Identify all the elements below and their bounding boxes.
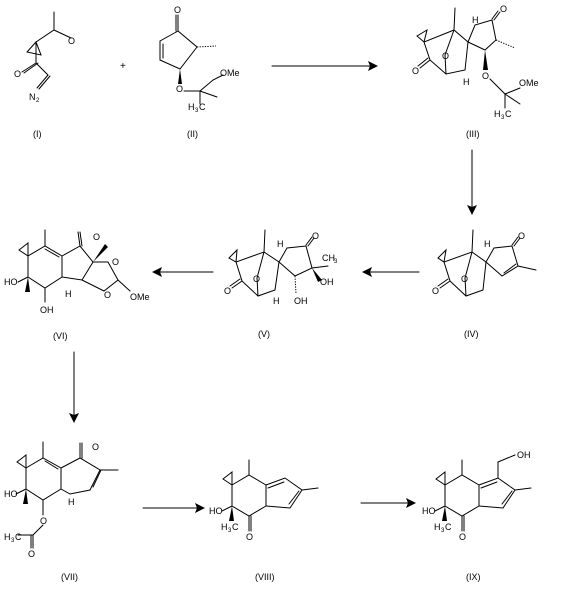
atom-O: O bbox=[104, 290, 111, 300]
atom-OH: OH bbox=[294, 296, 308, 306]
atom-H: H bbox=[4, 532, 11, 542]
compound-label-VII: (VII) bbox=[61, 572, 78, 582]
atom-O: O bbox=[246, 532, 253, 542]
subscript-3: 3 bbox=[195, 108, 199, 114]
compound-label-II: (II) bbox=[187, 129, 198, 139]
atom-O: O bbox=[500, 4, 507, 14]
compound-label-V: (V) bbox=[258, 329, 270, 339]
atom-O: O bbox=[518, 231, 525, 241]
atom-O: O bbox=[68, 36, 75, 46]
atom-H: H bbox=[434, 522, 441, 532]
atom-O: O bbox=[461, 274, 468, 284]
atom-O: O bbox=[312, 231, 319, 241]
atom-H: H bbox=[68, 497, 75, 507]
atom-H: H bbox=[277, 239, 284, 249]
compound-II: O O OMe H 3 C (II) bbox=[159, 5, 240, 139]
arrow-VII-to-VIII bbox=[142, 503, 205, 513]
atom-H: H bbox=[472, 15, 479, 25]
compound-label-IV: (IV) bbox=[464, 329, 479, 339]
compound-label-I: (I) bbox=[33, 129, 42, 139]
atom-CH3: CH bbox=[322, 253, 335, 263]
compound-III: O O OMe H 3 C O O H H (III) bbox=[412, 4, 539, 139]
atom-O: O bbox=[412, 66, 419, 76]
atom-H: H bbox=[221, 522, 228, 532]
atom-O: O bbox=[174, 5, 181, 15]
atom-OH: OH bbox=[517, 450, 531, 460]
atom-O: O bbox=[112, 257, 119, 267]
atom-O: O bbox=[28, 549, 35, 559]
atom-OMe: OMe bbox=[130, 292, 150, 302]
arrow-III-to-IV bbox=[467, 149, 477, 215]
atom-O: O bbox=[93, 232, 100, 242]
compound-IV: O O O H (IV) bbox=[432, 229, 537, 339]
compound-label-III: (III) bbox=[466, 129, 480, 139]
subscript-3: 3 bbox=[441, 528, 445, 534]
compound-VI: O O O OMe HO OH H (VI) bbox=[4, 229, 150, 341]
atom-O: O bbox=[176, 84, 183, 94]
atom-H: H bbox=[494, 109, 501, 119]
atom-OH: OH bbox=[40, 305, 54, 315]
compound-V: O OH OH O O H H CH 3 (V) bbox=[224, 229, 338, 339]
atom-H: H bbox=[188, 102, 195, 112]
atom-O: O bbox=[92, 442, 99, 452]
atom-OH: OH bbox=[320, 277, 334, 287]
atom-O: O bbox=[459, 532, 466, 542]
compound-VIII: O HO H 3 C (VIII) bbox=[209, 459, 319, 582]
atom-OMe: OMe bbox=[519, 78, 539, 88]
atom-H: H bbox=[484, 239, 491, 249]
compound-I: O O N 2 (I) bbox=[14, 11, 75, 139]
atom-HO: HO bbox=[4, 489, 18, 499]
atom-C: C bbox=[15, 532, 22, 542]
arrow-II-to-III bbox=[271, 61, 378, 71]
atom-H: H bbox=[463, 77, 470, 87]
compound-label-VI: (VI) bbox=[53, 331, 68, 341]
atom-OMe: OMe bbox=[220, 68, 240, 78]
atom-H: H bbox=[273, 296, 280, 306]
atom-O: O bbox=[442, 51, 449, 61]
atom-HO: HO bbox=[209, 506, 223, 516]
atom-O: O bbox=[224, 286, 231, 296]
compound-VII: O HO O O H 3 C H (VII) bbox=[4, 441, 119, 582]
compound-IX: OH O HO H 3 C (IX) bbox=[422, 450, 532, 582]
subscript-3: 3 bbox=[501, 115, 505, 121]
atom-C: C bbox=[445, 522, 452, 532]
atom-N: N bbox=[29, 92, 36, 102]
plus-sign: + bbox=[120, 61, 126, 72]
arrow-VIII-to-IX bbox=[360, 498, 416, 508]
subscript-3: 3 bbox=[334, 259, 338, 265]
atom-O: O bbox=[432, 286, 439, 296]
atom-H: H bbox=[65, 289, 72, 299]
atom-C: C bbox=[505, 109, 512, 119]
atom-HO: HO bbox=[4, 277, 18, 287]
atom-O: O bbox=[40, 516, 47, 526]
arrow-VI-to-VII bbox=[69, 351, 79, 423]
atom-C: C bbox=[199, 102, 206, 112]
atom-HO: HO bbox=[422, 506, 436, 516]
atom-C: C bbox=[232, 522, 239, 532]
arrow-V-to-VI bbox=[152, 267, 214, 277]
compound-label-IX: (IX) bbox=[466, 572, 481, 582]
arrow-IV-to-V bbox=[362, 267, 420, 277]
atom-O: O bbox=[14, 69, 21, 79]
atom-O: O bbox=[253, 274, 260, 284]
subscript-3: 3 bbox=[11, 538, 15, 544]
atom-O: O bbox=[482, 71, 489, 81]
compound-label-VIII: (VIII) bbox=[255, 572, 275, 582]
subscript-2: 2 bbox=[36, 98, 40, 104]
subscript-3: 3 bbox=[228, 528, 232, 534]
